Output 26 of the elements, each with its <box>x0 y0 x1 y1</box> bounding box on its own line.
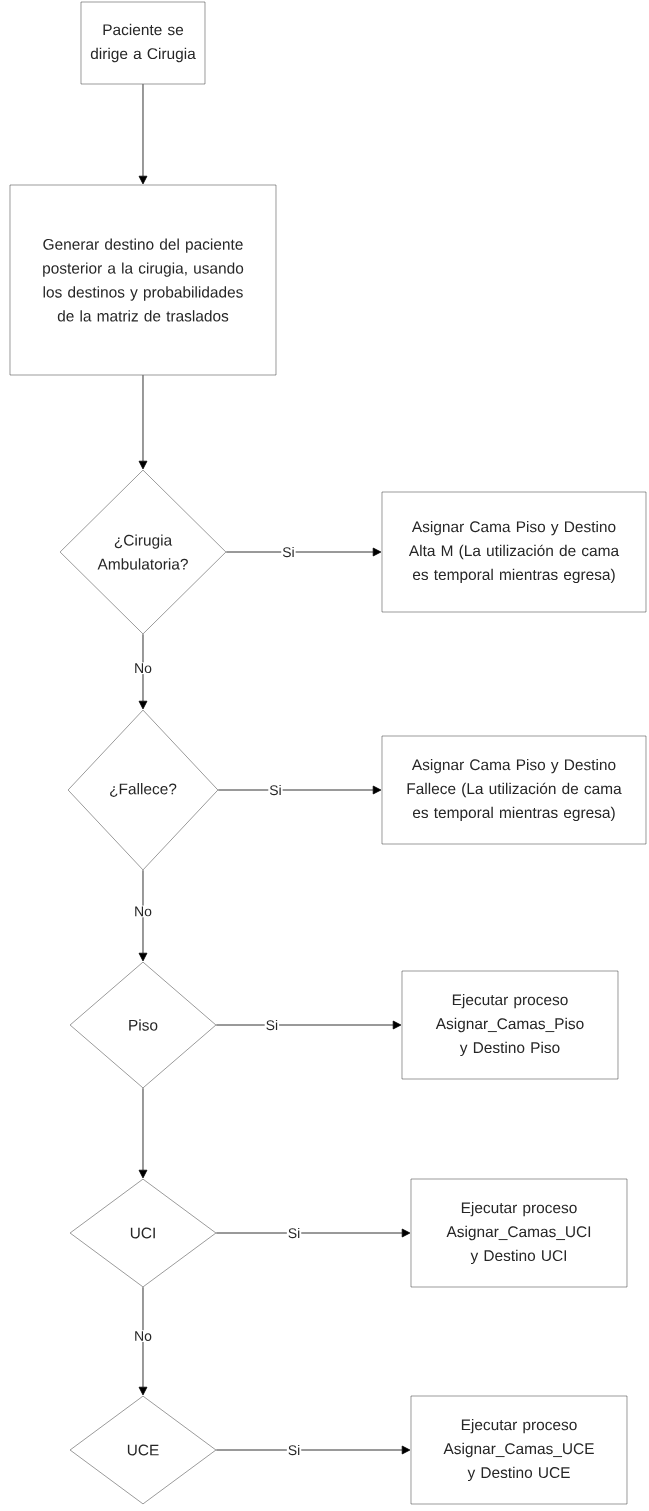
process-box: Asignar Cama Piso y Destino Alta M (La utilización de cama es temporal mientras egresa) <box>381 491 647 613</box>
edge-label: Si <box>281 545 296 559</box>
arrow <box>215 1445 411 1455</box>
arrow <box>138 869 148 962</box>
process-box: Generar destino del paciente posterior a la cirugia, usando los destinos y probabilidades de la matriz de traslados <box>9 184 277 376</box>
edge-label: Si <box>286 1443 302 1457</box>
arrow <box>217 785 382 795</box>
edge-label: Si <box>268 783 283 797</box>
edge-label: Si <box>264 1018 280 1032</box>
process-box: Asignar Cama Piso y Destino Fallece (La utilización de cama es temporal mientras egresa) <box>381 735 647 845</box>
process-box: Paciente se dirige a Cirugia <box>80 1 206 85</box>
arrow <box>138 83 148 185</box>
arrow <box>138 1286 148 1396</box>
arrow <box>138 1087 148 1179</box>
arrow <box>215 1228 411 1238</box>
process-box: Ejecutar proceso Asignar_Camas_Piso y Destino Piso <box>401 970 619 1080</box>
edge-label: No <box>133 1330 153 1342</box>
arrow <box>225 547 382 557</box>
arrow <box>215 1020 402 1030</box>
edge-label: Si <box>286 1226 302 1240</box>
edge-label: No <box>133 662 153 675</box>
process-box: Ejecutar proceso Asignar_Camas_UCI y Destino UCI <box>410 1178 628 1288</box>
arrow <box>138 633 148 710</box>
arrow <box>138 374 148 470</box>
edge-label: No <box>133 905 153 918</box>
process-box: Ejecutar proceso Asignar_Camas_UCE y Destino UCE <box>410 1395 628 1505</box>
